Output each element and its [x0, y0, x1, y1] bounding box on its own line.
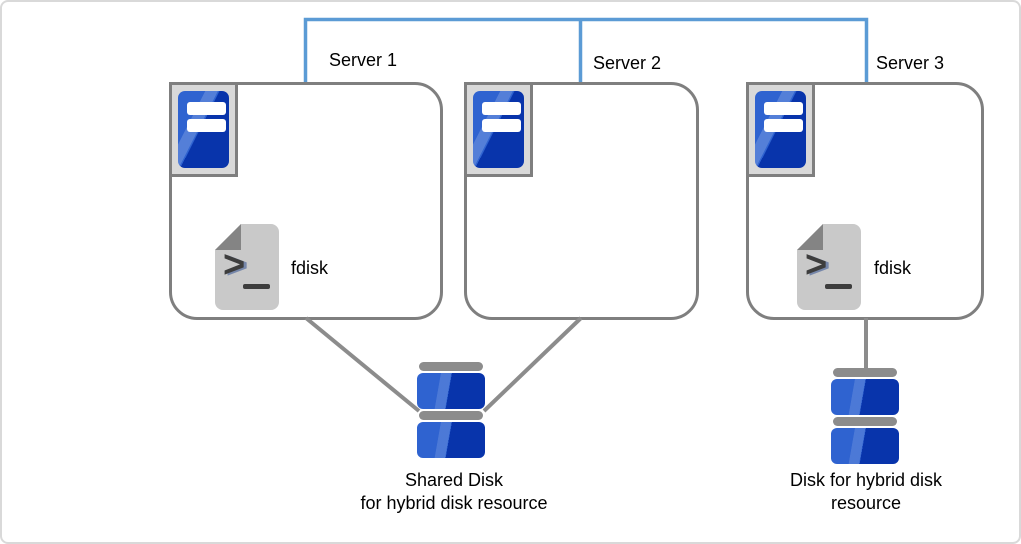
- shared-disk-stack-icon: [417, 362, 485, 460]
- server-tower-icon: [464, 82, 533, 177]
- server-tower-icon: [169, 82, 238, 177]
- single-disk-stack-icon: [831, 368, 899, 466]
- shared-disk-caption-line1: Shared Disk: [404, 470, 504, 490]
- server2-to-shared-disk-line: [482, 316, 583, 413]
- single-disk-caption-line2: resource: [830, 493, 902, 513]
- cursor-underscore: [825, 284, 852, 289]
- single-disk-caption: Disk for hybrid disk resource: [726, 469, 1006, 515]
- server-tower-body: [755, 91, 806, 168]
- server-slot-bar: [187, 102, 226, 115]
- server-tower-icon: [746, 82, 815, 177]
- server-slot-bar: [187, 119, 226, 132]
- server-slot-bar: [764, 119, 803, 132]
- server3-label: Server 3: [876, 53, 945, 73]
- server-slot-bar: [764, 102, 803, 115]
- disk-platter: [417, 422, 485, 458]
- disk-cap: [419, 362, 483, 371]
- server1-label: Server 1: [329, 50, 398, 70]
- disk-cap: [419, 411, 483, 420]
- prompt-glyph: >: [223, 244, 246, 286]
- server-slot-bar: [482, 102, 521, 115]
- fdisk-label-server1: fdisk: [291, 258, 329, 278]
- disk-platter: [831, 379, 899, 415]
- single-disk-caption-line1: Disk for hybrid disk: [789, 470, 943, 490]
- terminal-script-icon: >: [215, 224, 279, 310]
- shared-disk-caption-line2: for hybrid disk resource: [360, 493, 548, 513]
- server-tower-body: [178, 91, 229, 168]
- shared-disk-caption: Shared Disk for hybrid disk resource: [314, 469, 594, 515]
- disk-cap: [833, 417, 897, 426]
- fdisk-label-server3: fdisk: [874, 258, 912, 278]
- cursor-underscore: [243, 284, 270, 289]
- server-slot-bar: [482, 119, 521, 132]
- server2-label: Server 2: [593, 53, 662, 73]
- terminal-script-icon: >: [797, 224, 861, 310]
- server1-to-shared-disk-line: [304, 316, 421, 413]
- disk-platter: [831, 428, 899, 464]
- disk-platter: [417, 373, 485, 409]
- disk-cap: [833, 368, 897, 377]
- server-tower-body: [473, 91, 524, 168]
- prompt-glyph: >: [805, 244, 828, 286]
